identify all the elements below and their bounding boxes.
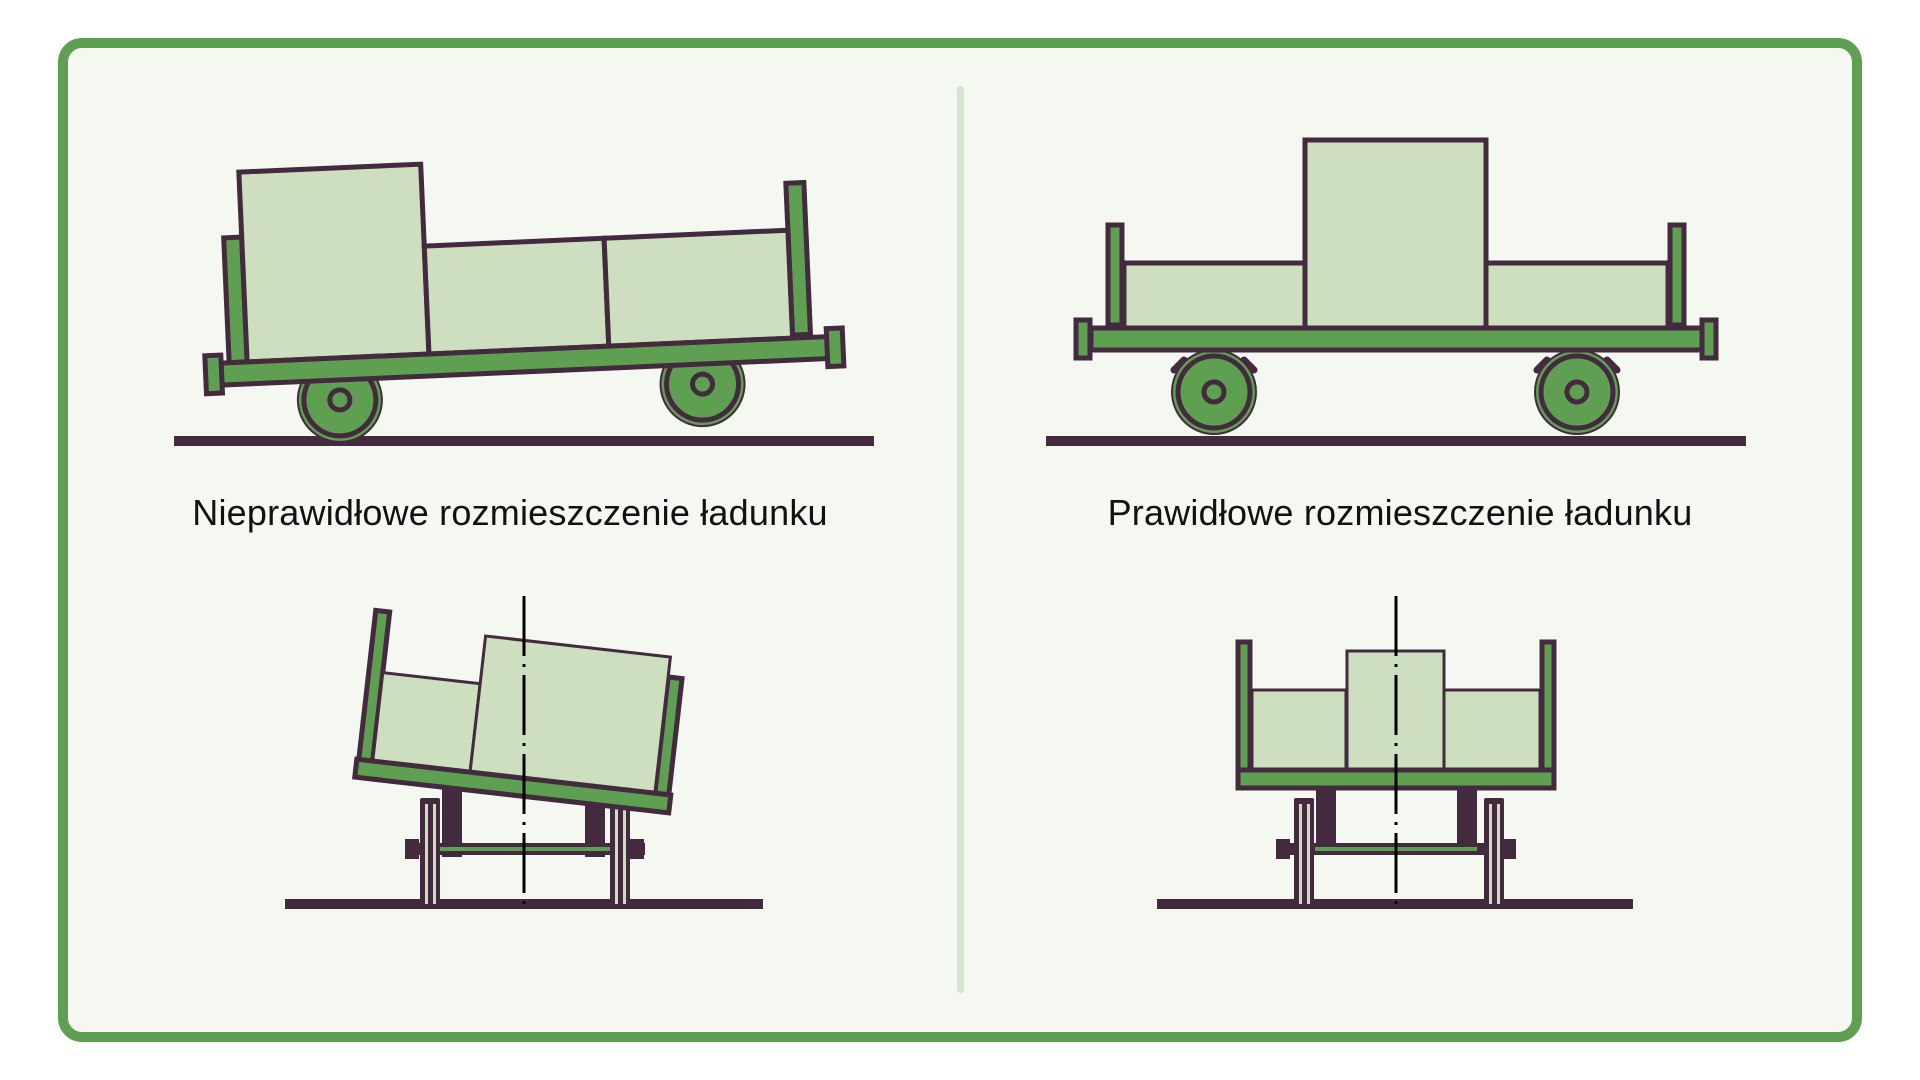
rail-line — [1046, 436, 1746, 446]
incorrect-rear-view — [285, 596, 763, 909]
heavy-box — [468, 634, 673, 795]
panel-divider — [957, 86, 964, 993]
correct-side-view — [1046, 137, 1746, 446]
incorrect-side-view — [174, 161, 874, 448]
wagon-deck — [1088, 325, 1705, 353]
caption-correct: Prawidłowe rozmieszczenie ładunku — [1107, 492, 1693, 533]
rail-line — [174, 436, 874, 446]
caption-incorrect: Nieprawidłowe rozmieszczenie ładunku — [192, 492, 828, 533]
correct-rear-view — [1157, 596, 1633, 909]
tall-box — [1302, 137, 1489, 331]
wagon-deck — [352, 756, 674, 816]
heavy-box — [236, 161, 432, 365]
